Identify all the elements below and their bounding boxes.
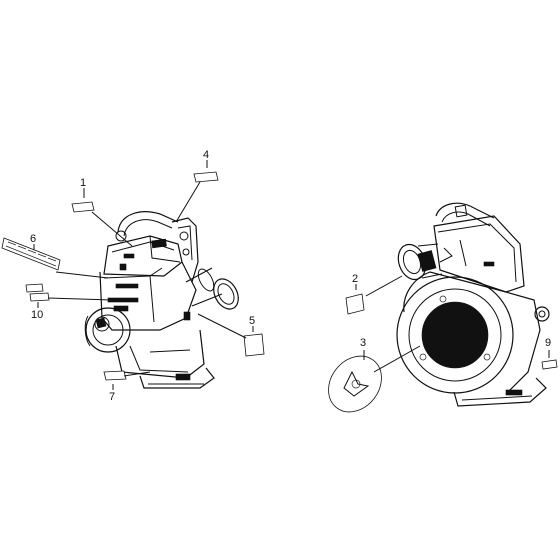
callout-6: 6	[30, 233, 36, 245]
part-2-decal	[345, 293, 365, 315]
callout-7: 7	[109, 391, 115, 403]
callout-3: 3	[360, 337, 366, 349]
part-4-decal	[193, 171, 219, 183]
callout-4: 4	[203, 149, 209, 161]
part-3-disc-decal	[328, 355, 382, 413]
leader-lines	[33, 160, 550, 390]
part-6-decal-nameplate	[1, 237, 61, 271]
part-1-decal	[71, 201, 95, 213]
callout-10: 10	[31, 309, 43, 321]
engine-assembly-rear	[396, 202, 550, 407]
part-7-decal	[103, 370, 127, 381]
callout-9: 9	[545, 337, 551, 349]
callout-5: 5	[249, 315, 255, 327]
part-5-decal	[243, 333, 265, 357]
part-10-decal	[25, 283, 50, 302]
engine-assembly-front	[84, 211, 239, 389]
part-9-decal	[541, 359, 558, 370]
callout-2: 2	[352, 273, 358, 285]
callout-1: 1	[80, 177, 86, 189]
